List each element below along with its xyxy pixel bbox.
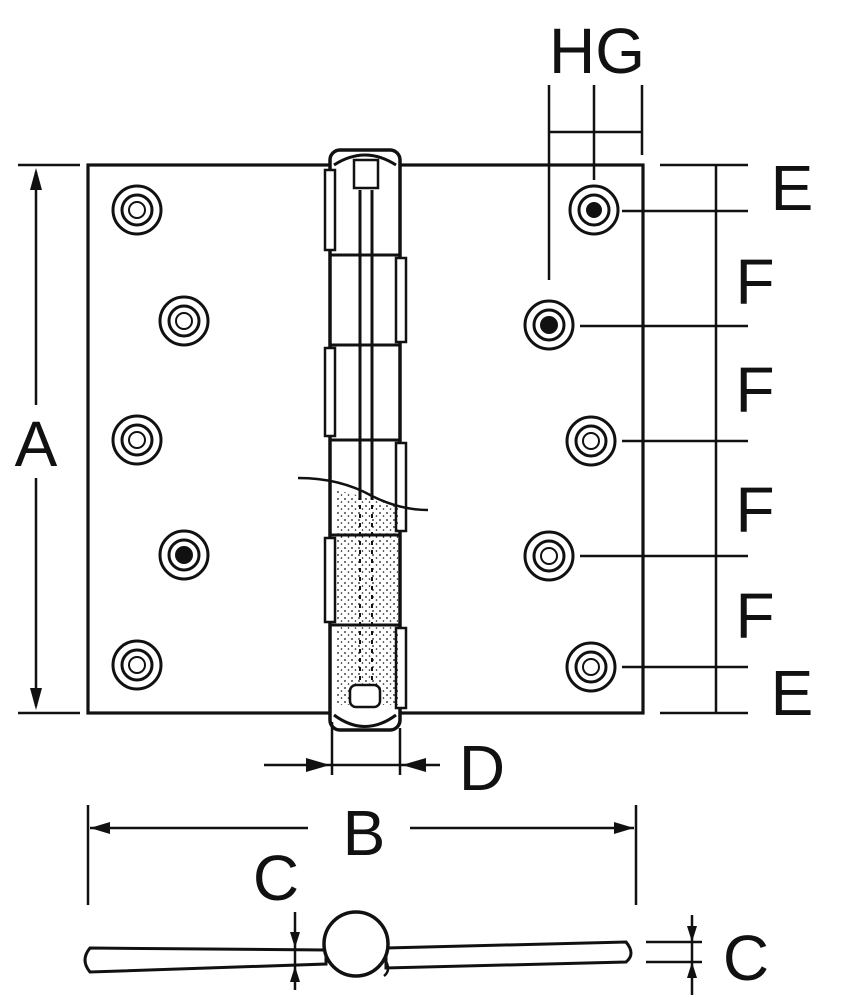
screw-hole (523, 299, 575, 351)
label-hg: HG (549, 15, 645, 87)
right-leaf-screw-holes (523, 184, 620, 693)
hinge-front-view (86, 148, 645, 732)
label-e-bottom: E (771, 657, 814, 729)
dimension-a: A (15, 163, 80, 715)
label-f-1: F (735, 246, 774, 318)
label-c-side: C (723, 922, 769, 994)
screw-hole (111, 414, 163, 466)
screw-hole (523, 530, 575, 582)
screw-hole (568, 184, 620, 236)
label-f-2: F (735, 354, 774, 426)
screw-hole (565, 415, 617, 467)
screw-hole (111, 184, 163, 236)
left-leaf-screw-holes (111, 184, 210, 691)
dimension-c-right: C (646, 915, 769, 995)
hinge-side-view (83, 910, 633, 978)
screw-hole (158, 295, 210, 347)
dimension-hg: HG (547, 15, 645, 280)
label-f-3: F (735, 474, 774, 546)
label-a: A (15, 408, 58, 480)
screw-hole (111, 639, 163, 691)
hinge-knuckle-barrel (297, 148, 429, 732)
dimension-e-f-chain: E F F F F E (580, 152, 813, 729)
dimension-d: D (264, 722, 505, 804)
label-c-top: C (253, 842, 299, 914)
dimension-b: B (86, 797, 638, 905)
screw-hole (158, 529, 210, 581)
label-d: D (459, 732, 505, 804)
label-e-top: E (771, 152, 814, 224)
label-f-4: F (735, 580, 774, 652)
screw-hole (565, 641, 617, 693)
dimension-c-left: C (253, 842, 300, 990)
label-b: B (343, 797, 386, 869)
